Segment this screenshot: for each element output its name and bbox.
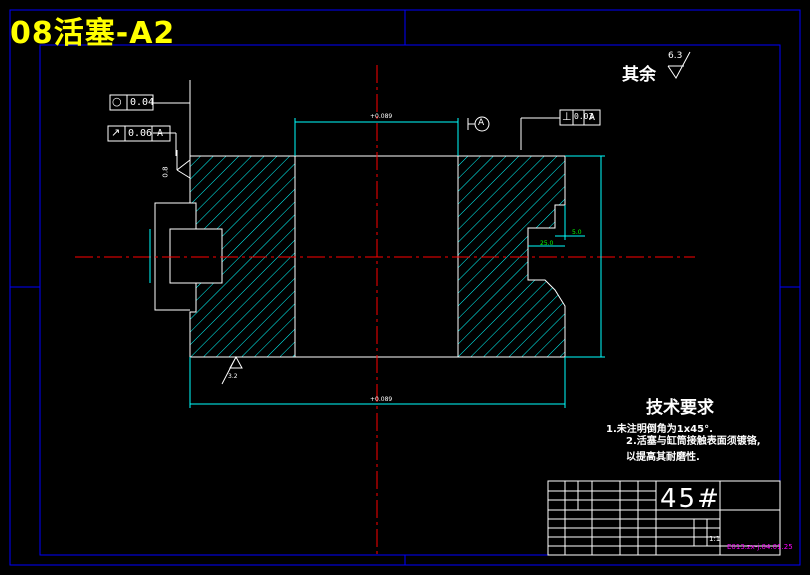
runout-datum: A <box>157 128 164 139</box>
depth-dimension: 25.0 <box>540 240 554 247</box>
perpendicularity-icon: ⊥ <box>562 110 572 123</box>
perpendicularity-value: 0.03 <box>574 112 594 121</box>
finish-symbol-bottom <box>221 355 243 385</box>
tech-requirements-title: 技术要求 <box>646 398 714 418</box>
surface-finish-value: 6.3 <box>668 51 683 61</box>
inner-frame <box>39 44 781 556</box>
groove-dimension: 5.0 <box>572 229 582 236</box>
tech-requirement-2: 2.活塞与缸筒接触表面须镀铬, <box>626 436 761 447</box>
runout-frame <box>107 125 171 142</box>
material-label: 45# <box>660 484 721 514</box>
datum-label: A <box>478 118 485 128</box>
inner-finish-value: 0.8 <box>161 166 170 178</box>
circularity-frame <box>109 94 154 111</box>
perpendicularity-frame <box>559 109 601 126</box>
drawing-title: 08活塞-A2 <box>10 16 176 51</box>
outer-frame <box>9 9 801 566</box>
circularity-icon: ○ <box>112 95 122 108</box>
finish-symbol-left <box>176 150 191 179</box>
tech-requirement-3: 以提高其耐磨性. <box>626 452 700 463</box>
title-block <box>547 480 781 556</box>
outer-dimension: +0.089 <box>370 396 393 403</box>
bottom-finish-value: 3.2 <box>228 373 238 380</box>
datum-circle <box>474 116 490 132</box>
perpendicularity-datum: A <box>589 112 596 123</box>
runout-icon: ↗ <box>111 126 121 139</box>
bore-dimension: +0.089 <box>370 113 393 120</box>
scale-label: 1:1 <box>709 535 721 543</box>
runout-value: 0.06 <box>128 128 153 139</box>
drawing-number: E013.zx-j.04.01.25 <box>727 543 793 551</box>
finish-symbol-rest <box>667 51 691 79</box>
circularity-value: 0.04 <box>130 97 155 108</box>
surface-finish-label: 其余 <box>622 65 656 85</box>
tech-requirement-1: 1.未注明倒角为1x45°. <box>606 424 713 435</box>
